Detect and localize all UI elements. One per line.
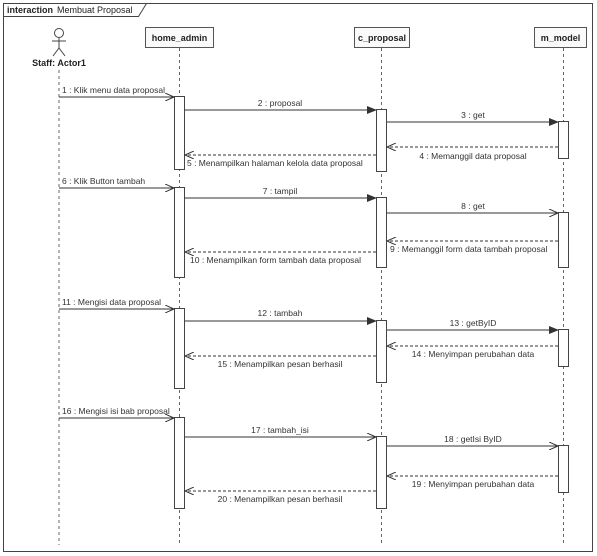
lifeline-head-home-admin [145, 27, 214, 48]
message-13-label: 13 : getByID [450, 318, 497, 328]
message-9-label: 9 : Memanggil form data tambah proposal [390, 244, 547, 254]
activation-m-model-4 [558, 445, 569, 493]
message-11-label: 11 : Mengisi data proposal [62, 297, 161, 307]
message-19-label: 19 : Menyimpan perubahan data [412, 479, 535, 489]
message-18-label: 18 : getIsi ByID [444, 434, 502, 444]
actor-icon [52, 28, 66, 57]
message-2-label: 2 : proposal [258, 98, 303, 108]
message-5-label: 5 : Menampilkan halaman kelola data prop… [187, 158, 363, 168]
activation-m-model-1 [558, 121, 569, 159]
message-1-label: 1 : Klik menu data proposal [62, 85, 165, 95]
frame-title-tab [3, 3, 147, 17]
actor-label: Staff: Actor1 [32, 58, 86, 68]
frame-keyword: interaction [7, 5, 53, 15]
activation-c-proposal-4 [376, 436, 387, 509]
message-12-label: 12 : tambah [258, 308, 303, 318]
message-7-label: 7 : tampil [263, 186, 298, 196]
lifeline-head-m-model [534, 27, 587, 48]
message-10-label: 10 : Menampilkan form tambah data propos… [190, 255, 361, 265]
message-4-label: 4 : Memanggil data proposal [419, 151, 526, 161]
message-6-label: 6 : Klik Button tambah [62, 176, 145, 186]
activation-home-admin-2 [174, 187, 185, 278]
message-8-label: 8 : get [461, 201, 485, 211]
lifeline-label-c-proposal: c_proposal [358, 33, 406, 43]
lifeline-label-m-model: m_model [541, 33, 581, 43]
activation-c-proposal-1 [376, 109, 387, 172]
message-17-label: 17 : tambah_isi [251, 425, 309, 435]
activation-c-proposal-3 [376, 320, 387, 383]
message-15-label: 15 : Menampilkan pesan berhasil [218, 359, 343, 369]
message-3-label: 3 : get [461, 110, 485, 120]
activation-home-admin-1 [174, 96, 185, 170]
message-20-label: 20 : Menampilkan pesan berhasil [218, 494, 343, 504]
activation-m-model-2 [558, 212, 569, 268]
diagram-frame [3, 3, 593, 552]
lifeline-head-c-proposal [354, 27, 410, 48]
message-16-label: 16 : Mengisi isi bab proposal [62, 406, 170, 416]
lifeline-label-home-admin: home_admin [152, 33, 208, 43]
activation-home-admin-4 [174, 417, 185, 509]
message-14-label: 14 : Menyimpan perubahan data [412, 349, 535, 359]
activation-m-model-3 [558, 329, 569, 367]
frame-title: Membuat Proposal [57, 5, 133, 15]
activation-home-admin-3 [174, 308, 185, 389]
activation-c-proposal-2 [376, 197, 387, 268]
